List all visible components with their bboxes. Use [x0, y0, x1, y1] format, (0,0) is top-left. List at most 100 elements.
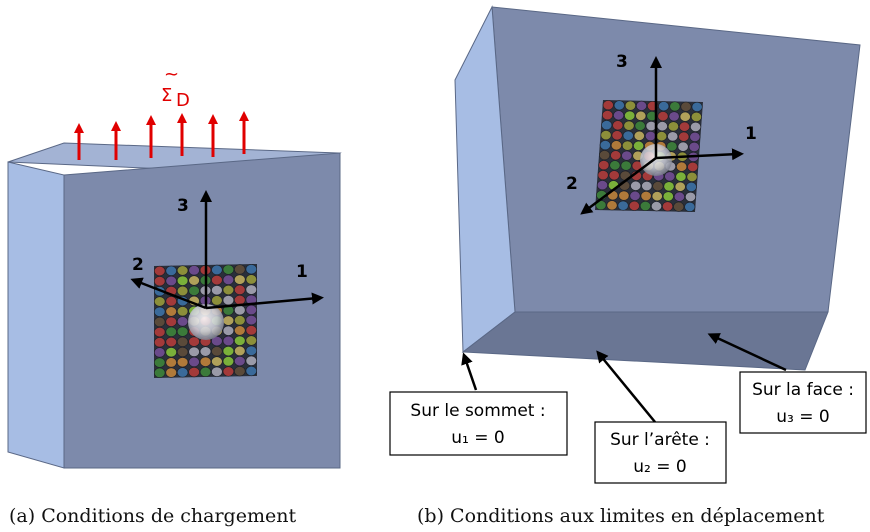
- grain: [188, 346, 200, 357]
- grain: [222, 366, 235, 377]
- grain: [222, 346, 235, 357]
- grain: [234, 274, 246, 285]
- grain: [621, 140, 633, 151]
- grain: [234, 264, 246, 275]
- grain: [176, 346, 189, 358]
- grain: [667, 121, 679, 132]
- vertex-box-frame: [389, 391, 568, 456]
- grain: [599, 140, 611, 151]
- grain: [608, 170, 620, 181]
- grain: [641, 181, 653, 192]
- grain: [628, 200, 640, 211]
- face-box-line1: Sur la face :: [752, 380, 854, 400]
- grain: [687, 161, 699, 172]
- grain: [234, 366, 246, 377]
- axis-b-3-label: 3: [616, 52, 628, 72]
- grain: [688, 141, 700, 152]
- grain: [610, 140, 622, 151]
- grain: [234, 335, 246, 346]
- cube-a-side-face: [7, 161, 65, 469]
- axis-b-2: [580, 156, 657, 215]
- grain: [222, 274, 235, 285]
- grain: [165, 336, 177, 348]
- grain: [211, 356, 223, 367]
- grain: [222, 356, 235, 367]
- grain: [176, 367, 189, 378]
- grain: [680, 101, 692, 112]
- edge-box-line1: Sur l’arête :: [610, 430, 710, 450]
- grain: [222, 335, 235, 347]
- face-box-line2: u₃ = 0: [776, 407, 829, 427]
- spherical-inclusion-b: [640, 144, 672, 176]
- grain: [684, 191, 696, 202]
- grain: [662, 201, 674, 212]
- axis-b-1-label: 1: [745, 124, 757, 144]
- pointer-arrow-vertex: [461, 352, 478, 391]
- grain: [684, 201, 696, 212]
- axis-a-2: [130, 277, 207, 310]
- grain: [211, 366, 223, 377]
- grain: [673, 191, 685, 202]
- grain: [635, 110, 647, 121]
- grain: [650, 201, 662, 212]
- grain: [640, 191, 652, 202]
- grain: [222, 325, 235, 336]
- caption-b: (b) Conditions aux limites en déplacemen…: [417, 505, 825, 527]
- grain: [199, 366, 212, 378]
- grain: [674, 181, 686, 192]
- grain: [245, 284, 258, 295]
- grain: [176, 357, 189, 368]
- grain: [154, 276, 166, 287]
- grain: [154, 306, 166, 317]
- grain: [165, 306, 177, 317]
- grain: [245, 325, 258, 336]
- grain: [211, 275, 223, 286]
- grain: [188, 367, 200, 378]
- grain: [601, 110, 613, 121]
- grain: [154, 265, 166, 277]
- grain: [658, 101, 670, 112]
- grain: [689, 131, 701, 142]
- grain: [617, 200, 629, 211]
- grain: [211, 295, 223, 306]
- grain: [602, 100, 614, 111]
- grain: [656, 131, 668, 142]
- grain: [635, 100, 647, 111]
- axis-a-3-label: 3: [177, 196, 189, 216]
- grain: [600, 130, 612, 141]
- grain: [234, 345, 246, 357]
- grain: [690, 111, 702, 122]
- grain: [612, 120, 624, 131]
- axis-a-1-label: 1: [296, 262, 308, 282]
- grain: [154, 367, 166, 378]
- grain: [597, 170, 609, 181]
- grain: [668, 111, 680, 122]
- grain: [222, 295, 235, 306]
- grain: [154, 296, 166, 307]
- grain: [154, 357, 166, 368]
- grain: [624, 110, 636, 121]
- grain: [634, 120, 646, 131]
- grain: [188, 275, 200, 286]
- axis-b-2-label: 2: [566, 174, 578, 194]
- grain: [656, 121, 668, 132]
- grain: [199, 346, 212, 357]
- grain: [154, 347, 166, 358]
- grain: [245, 355, 258, 366]
- grain: [651, 191, 663, 202]
- grain: [211, 264, 223, 276]
- grain: [599, 150, 611, 161]
- grain: [245, 365, 258, 377]
- vertex-condition-box: Sur le sommet : u₁ = 0: [389, 391, 568, 456]
- grain: [678, 131, 690, 142]
- grain: [211, 346, 223, 357]
- grain: [165, 265, 177, 276]
- grain: [199, 356, 212, 367]
- grain: [624, 100, 636, 111]
- panel-b: 3 1 2 Sur le sommet : u₁ = 0 Sur l’arête…: [389, 5, 867, 527]
- grain: [234, 356, 246, 367]
- grain: [686, 171, 698, 182]
- grain: [165, 275, 177, 287]
- grain: [245, 315, 258, 326]
- face-condition-box: Sur la face : u₃ = 0: [739, 371, 867, 434]
